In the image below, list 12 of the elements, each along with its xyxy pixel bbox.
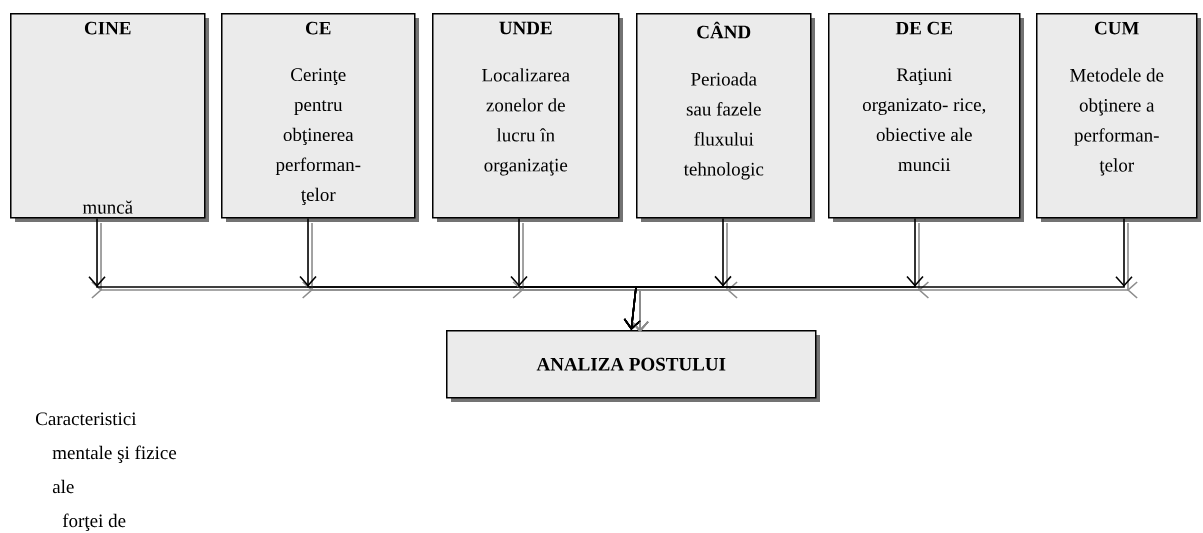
text-line: forţei de [62, 513, 126, 532]
text-line: mentale şi fizice [52, 445, 177, 464]
category-box: CINE muncă [10, 13, 209, 222]
text-line: ale [52, 479, 74, 494]
category-box: CE Cerinţe pentru obţinerea performan- ţelor [221, 13, 419, 222]
category-box: DE CE Raţiuni organizato- rice, obiective ale muncii [828, 13, 1024, 222]
title-box: ANALIZA POSTULUI [446, 330, 820, 402]
text-line: Caracteristici [36, 412, 137, 426]
category-box: UNDE Localizarea zonelor de lucru în organizaţie [432, 13, 623, 222]
category-box: CÂND Perioada sau fazele fluxului tehnologic [636, 13, 815, 222]
arrow [623, 217, 1138, 332]
category-box: CUM Metodele de obţinere a performan- ţelor [1036, 13, 1201, 222]
